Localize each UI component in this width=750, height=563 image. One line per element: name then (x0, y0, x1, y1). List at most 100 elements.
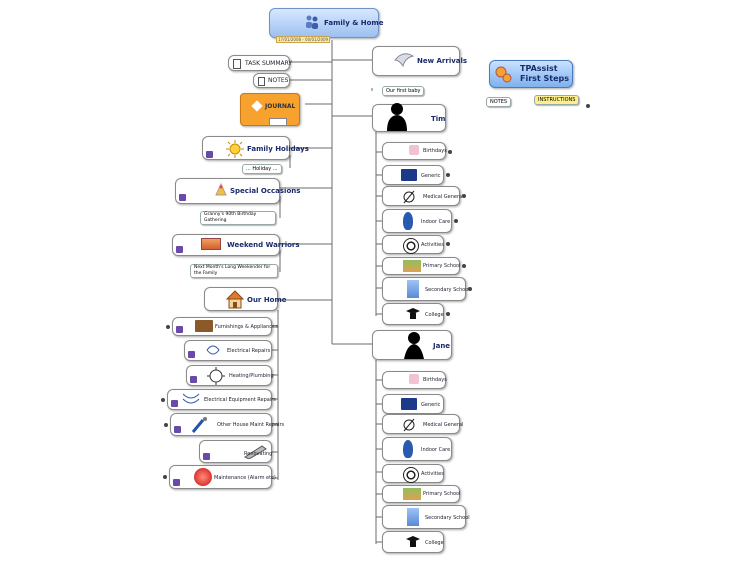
expand-dot[interactable] (462, 194, 466, 198)
first-baby-item[interactable]: Our first baby (382, 86, 425, 96)
new-arrivals-node[interactable]: New Arrivals (372, 46, 467, 76)
tpassist-node[interactable]: TPAssist First Steps (489, 60, 573, 88)
tim-medical[interactable]: Medical General (382, 186, 463, 206)
tim-secondary-school[interactable]: Secondary School (382, 277, 470, 301)
our-home-label: Our Home (247, 296, 287, 304)
tim-birthdays[interactable]: Birthdays (382, 142, 447, 160)
jane-college[interactable]: College (382, 531, 444, 553)
tim-college[interactable]: College (382, 303, 444, 325)
footprint-icon (403, 212, 413, 230)
expand-dot[interactable] (161, 398, 165, 402)
home-item-maint[interactable]: Other House Maint Repairs (170, 413, 284, 436)
home-item-renovating[interactable]: Renovating (199, 440, 272, 463)
tim-node[interactable]: Tim (372, 101, 446, 132)
tim-indoor-care[interactable]: Indoor Care (382, 209, 452, 233)
root-date: 17/01/2008 - 00/01/2009 (276, 36, 331, 43)
calendar-icon (269, 118, 287, 126)
drill-icon (191, 416, 209, 434)
holiday-item[interactable]: ... Holiday ... (242, 164, 282, 174)
wiring-icon (205, 342, 221, 358)
weekend-warriors-label: Weekend Warriors (227, 241, 300, 249)
special-sub-item[interactable]: Granny's 90th Birthday Gathering (200, 211, 276, 225)
gears-icon (494, 65, 512, 83)
sun-icon (225, 139, 245, 159)
expand-dot[interactable] (454, 219, 458, 223)
footprint-icon (403, 440, 413, 458)
tpassist-notes[interactable]: NOTES (486, 97, 512, 107)
jane-indoor-care[interactable]: Indoor Care (382, 437, 452, 461)
notes-label: NOTES (268, 77, 289, 84)
jane-birthdays[interactable]: Birthdays (382, 371, 447, 389)
expand-dot[interactable] (448, 150, 452, 154)
jane-secondary-school[interactable]: Secondary School (382, 505, 470, 529)
special-occasions-node[interactable]: Special Occasions (175, 178, 300, 204)
graduation-cap-icon (405, 534, 421, 550)
soccer-ball-icon (403, 467, 419, 483)
jane-node[interactable]: Jane (372, 330, 452, 360)
document-icon (258, 77, 265, 86)
weekend-sub-item[interactable]: Next Month's Long Weekender for the Fami… (190, 264, 278, 278)
status-icon (203, 453, 210, 460)
saw-icon (243, 443, 268, 460)
tim-primary-school[interactable]: Primary School (382, 257, 461, 275)
book-icon (401, 398, 417, 410)
notes-node[interactable]: NOTES (253, 73, 290, 88)
stethoscope-icon (401, 189, 417, 205)
status-icon (206, 151, 213, 158)
journal-node[interactable]: JOURNAL (240, 93, 300, 126)
special-occasions-label: Special Occasions (230, 187, 301, 195)
new-arrivals-label: New Arrivals (417, 57, 468, 65)
root-node[interactable]: Family & Home (269, 8, 383, 38)
expand-dot[interactable] (586, 104, 590, 108)
our-home-node[interactable]: Our Home (204, 287, 287, 311)
jane-activities[interactable]: Activities (382, 464, 444, 483)
status-icon (179, 194, 186, 201)
expand-dot[interactable] (164, 423, 168, 427)
home-item-furnishings[interactable]: Furnishings & Appliances (172, 317, 278, 336)
classroom-icon (403, 488, 421, 500)
heater-icon (207, 367, 225, 385)
expand-dot[interactable] (462, 264, 466, 268)
expand-dot[interactable] (163, 475, 167, 479)
status-icon (190, 376, 197, 383)
weekend-warriors-node[interactable]: Weekend Warriors (172, 234, 300, 256)
tim-label: Tim (431, 115, 446, 123)
jane-primary-school[interactable]: Primary School (382, 485, 461, 503)
expand-dot[interactable] (446, 242, 450, 246)
house-icon (225, 289, 245, 309)
woman-silhouette-icon (401, 331, 427, 359)
home-item-electrical[interactable]: Electrical Repairs (184, 340, 272, 361)
home-item-equipment[interactable]: Electrical Equipment Repairs (167, 389, 276, 410)
expand-dot[interactable] (166, 325, 170, 329)
journal-label: JOURNAL (265, 103, 296, 110)
jane-medical[interactable]: Medical General (382, 414, 463, 434)
family-holidays-label: Family Holidays (247, 145, 309, 153)
man-silhouette-icon (383, 101, 411, 131)
alarm-icon (194, 468, 212, 486)
graduation-cap-icon (405, 306, 421, 322)
expand-dot[interactable] (446, 312, 450, 316)
status-icon (188, 351, 195, 358)
people-icon (304, 14, 320, 30)
home-item-alarm[interactable]: Maintenance (Alarm etc) (169, 465, 276, 489)
tim-activities[interactable]: Activities (382, 235, 444, 254)
status-icon (176, 326, 183, 333)
book-icon (407, 508, 419, 526)
jane-generic[interactable]: Generic (382, 394, 444, 414)
tim-generic[interactable]: Generic (382, 165, 444, 185)
task-summary-node[interactable]: TASK SUMMARY (228, 55, 292, 71)
expand-dot[interactable] (468, 287, 472, 291)
home-item-heating[interactable]: Heating/Plumbing (186, 365, 274, 386)
classroom-icon (403, 260, 421, 272)
tpassist-instructions[interactable]: INSTRUCTIONS (534, 95, 580, 105)
expand-dot[interactable] (446, 173, 450, 177)
tpassist-title-2: First Steps (520, 74, 570, 83)
document-icon (233, 59, 241, 69)
soccer-ball-icon (403, 238, 419, 254)
table-icon (195, 320, 213, 332)
family-holidays-node[interactable]: Family Holidays (202, 136, 309, 160)
photo-icon (201, 238, 221, 250)
status-icon (174, 426, 181, 433)
